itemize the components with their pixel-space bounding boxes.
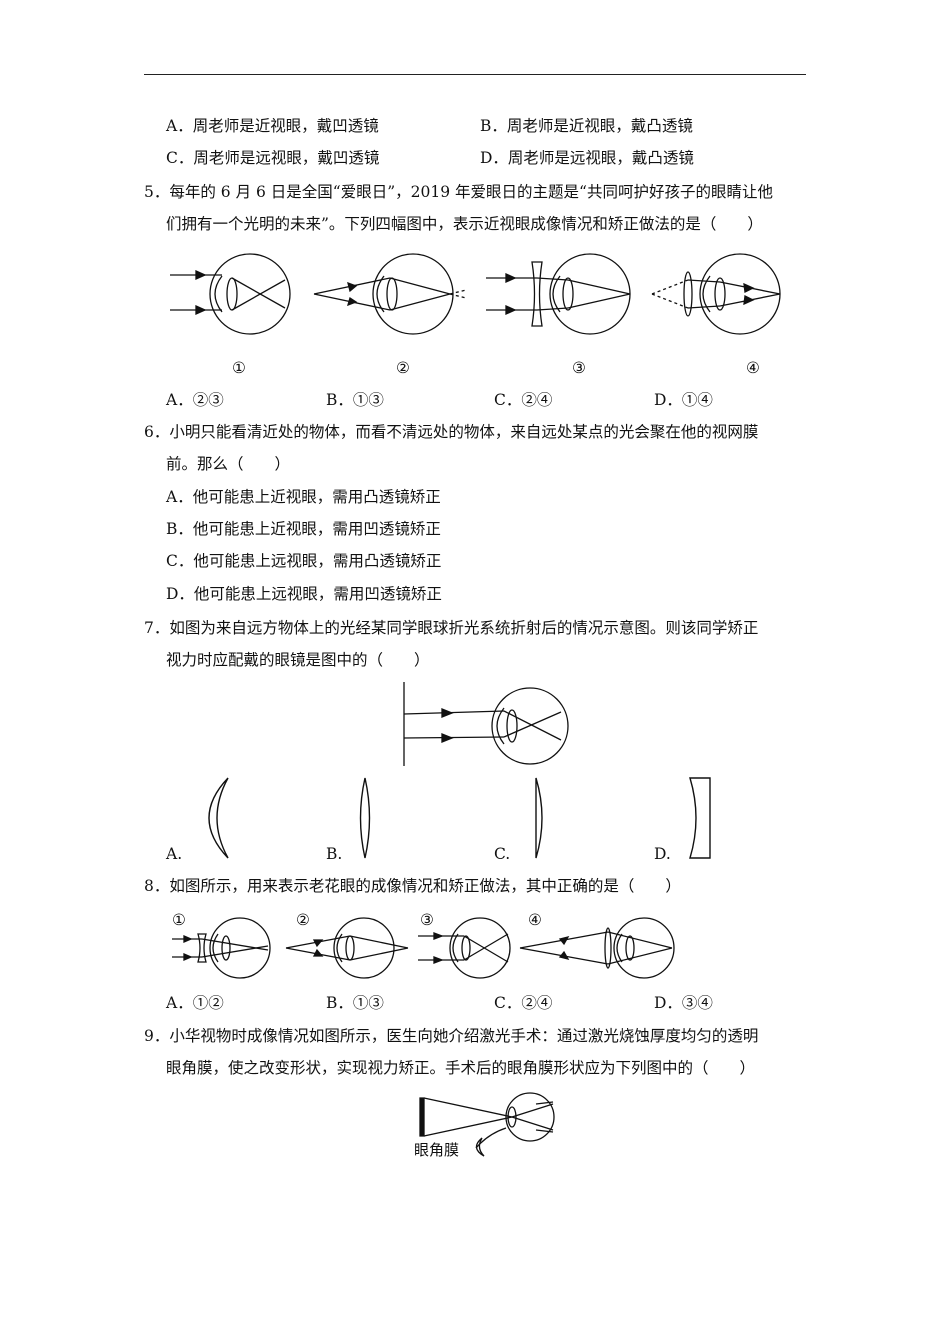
q8-figure-4 [516, 912, 680, 984]
q6-stem-line2: 前。那么（ ） [166, 455, 291, 473]
q5-stem-line1: 5．每年的 6 月 6 日是全国“爱眼日”，2019 年爱眼日的主题是“共同呵护… [144, 183, 773, 201]
q4-option-a: A．周老师是近视眼，戴凹透镜 [166, 117, 379, 135]
q8-option-a: A．①② [166, 994, 224, 1012]
q9-eye-figure [412, 1090, 562, 1160]
q7-lens-a [196, 776, 236, 860]
q6-option-a: A．他可能患上近视眼，需用凸透镜矫正 [166, 488, 441, 506]
q5-figure-1 [160, 248, 300, 344]
q6-option-d: D．他可能患上远视眼，需用凹透镜矫正 [166, 585, 442, 603]
q4-option-b: B．周老师是近视眼，戴凸透镜 [480, 117, 693, 135]
q6-stem-line1: 6．小明只能看清近处的物体，而看不清远处的物体，来自远处某点的光会聚在他的视网膜 [144, 423, 759, 441]
q6-option-c: C．他可能患上远视眼，需用凸透镜矫正 [166, 552, 442, 570]
q5-figure-4 [648, 248, 788, 344]
q7-stem-line2: 视力时应配戴的眼镜是图中的（ ） [166, 651, 430, 669]
q5-option-a: A．②③ [166, 391, 224, 409]
q5-figure-label-3: ③ [572, 359, 586, 377]
q7-lens-c [522, 776, 548, 860]
q7-lens-d [684, 776, 714, 860]
q7-eye-figure [396, 680, 586, 770]
q8-figure-1 [168, 912, 278, 984]
q9-stem-line1: 9．小华视物时成像情况如图所示，医生向她介绍激光手术：通过激光烧蚀厚度均匀的透明 [144, 1027, 759, 1045]
q7-option-b: B. [326, 845, 343, 863]
q8-option-d: D．③④ [654, 994, 713, 1012]
q5-option-c: C．②④ [494, 391, 553, 409]
q9-stem-line2: 眼角膜，使之改变形状，实现视力矫正。手术后的眼角膜形状应为下列图中的（ ） [166, 1059, 756, 1077]
q4-option-d: D．周老师是远视眼，戴凸透镜 [480, 149, 694, 167]
q5-option-d: D．①④ [654, 391, 713, 409]
q9-cornea-label: 眼角膜 [414, 1141, 460, 1159]
q5-stem-line2: 们拥有一个光明的未来”。下列四幅图中，表示近视眼成像情况和矫正做法的是（ ） [166, 215, 763, 233]
q8-option-b: B．①③ [326, 994, 384, 1012]
q8-option-c: C．②④ [494, 994, 553, 1012]
q7-option-a: A. [166, 845, 183, 863]
q5-figure-label-2: ② [396, 359, 410, 377]
q5-figure-label-4: ④ [746, 359, 760, 377]
q5-figure-label-1: ① [232, 359, 246, 377]
q7-lens-b [352, 776, 378, 860]
q7-option-d: D. [654, 845, 671, 863]
q8-stem-line1: 8．如图所示，用来表示老花眼的成像情况和矫正做法，其中正确的是（ ） [144, 877, 681, 895]
header-rule [144, 74, 806, 75]
q8-figure-label-1: ① [172, 911, 186, 929]
q5-figure-2 [308, 248, 478, 344]
q8-figure-3 [414, 912, 514, 984]
q8-figure-label-2: ② [296, 911, 310, 929]
q8-figure-label-3: ③ [420, 911, 434, 929]
q8-figure-2 [284, 912, 414, 984]
q5-option-b: B．①③ [326, 391, 384, 409]
q7-stem-line1: 7．如图为来自远方物体上的光经某同学眼球折光系统折射后的情况示意图。则该同学矫正 [144, 619, 759, 637]
q7-option-c: C. [494, 845, 511, 863]
q4-option-c: C．周老师是远视眼，戴凹透镜 [166, 149, 380, 167]
q8-figure-label-4: ④ [528, 911, 542, 929]
q6-option-b: B．他可能患上近视眼，需用凹透镜矫正 [166, 520, 441, 538]
q5-figure-3 [480, 248, 640, 344]
